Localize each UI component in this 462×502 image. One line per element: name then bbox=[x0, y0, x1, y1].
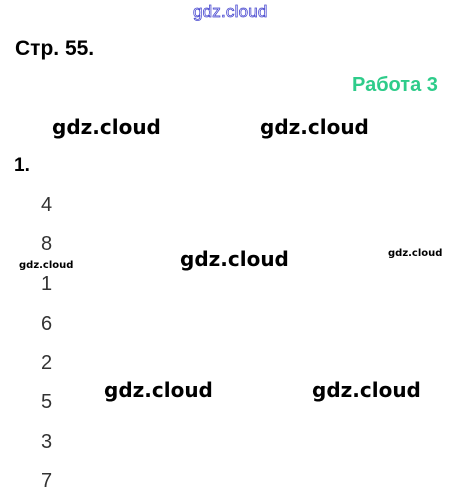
task-number: 1. bbox=[14, 155, 30, 176]
watermark-top: gdz.cloud bbox=[193, 2, 268, 21]
answer-item: 5 bbox=[41, 391, 53, 413]
answer-item: 1 bbox=[41, 273, 53, 295]
watermark: gdz.cloud bbox=[260, 115, 369, 139]
watermark: gdz.cloud bbox=[312, 378, 421, 402]
answer-item: 4 bbox=[41, 194, 53, 216]
answer-item: 6 bbox=[41, 313, 53, 335]
work-title: Работа 3 bbox=[352, 74, 438, 96]
answer-item: 2 bbox=[41, 352, 53, 374]
answer-item: 8 bbox=[41, 233, 53, 255]
watermark: gdz.cloud bbox=[19, 260, 74, 271]
page-title: Стр. 55. bbox=[15, 37, 95, 60]
watermark: gdz.cloud bbox=[388, 248, 443, 259]
watermark: gdz.cloud bbox=[180, 247, 289, 271]
watermark: gdz.cloud bbox=[52, 115, 161, 139]
watermark: gdz.cloud bbox=[104, 378, 213, 402]
answer-item: 3 bbox=[41, 431, 53, 453]
answer-item: 7 bbox=[41, 470, 53, 492]
